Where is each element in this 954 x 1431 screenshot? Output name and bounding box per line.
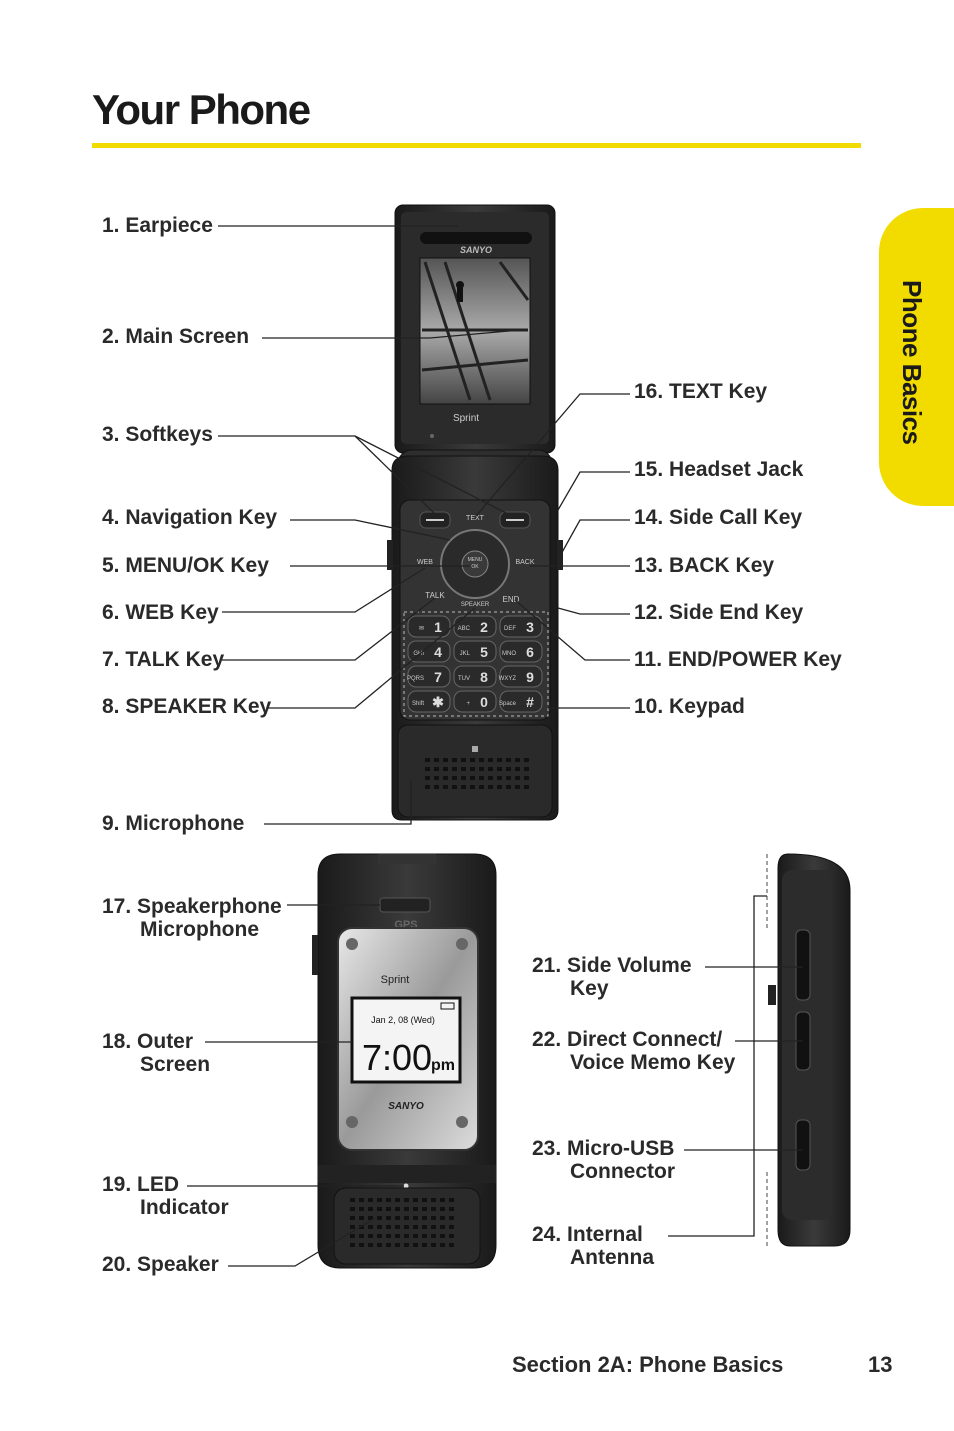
keypad-key [407,690,451,713]
label-web-key: 6. WEB Key [102,601,219,624]
label-speaker: 20. Speaker [102,1253,219,1276]
keypad-key [499,665,543,688]
label-menu-ok-key: 5. MENU/OK Key [102,554,269,577]
led-indicator [403,1183,409,1189]
keypad-key [407,665,451,688]
keypad-key-letters: TUV [458,676,470,682]
side-volume-key [795,929,811,1001]
keypad-key [453,690,497,713]
keypad-key-letters: ABC [458,626,471,632]
keypad-key-digit: 9 [526,669,534,685]
svg-text:MENU: MENU [468,557,483,563]
outer-screen-time: 7:00 [362,1037,432,1078]
label-side-end-key: 12. Side End Key [634,601,804,624]
label-end-power-key: 11. END/POWER Key [634,648,842,671]
outer-screen [350,996,462,1084]
keypad-key-letters: + [466,701,470,707]
keypad-key-letters: MNO [502,651,516,657]
label-back-key: 13. BACK Key [634,554,775,577]
keypad-key [499,690,543,713]
label-side-call-key: 14. Side Call Key [634,506,803,529]
keypad-key-digit: 1 [434,619,442,635]
label-microphone: 9. Microphone [102,812,245,835]
footer-section: Section 2A: Phone Basics [512,1352,784,1377]
back-key-label: BACK [515,559,534,566]
keypad-key-letters: JKL [460,651,471,657]
callout-lines [187,225,803,1267]
open-phone: SANYO Sprint TEXT MENU OK WEB BACK TALK … [387,204,563,821]
keypad-key-digit: # [526,694,534,710]
label-navigation-key: 4. Navigation Key [102,506,278,529]
keypad-key [499,615,543,638]
text-key-label: TEXT [466,515,485,522]
open-brand-logo: SANYO [460,245,492,255]
web-key-label: WEB [417,559,433,566]
label-main-screen: 2. Main Screen [102,325,250,348]
keypad-key-digit: ✱ [432,694,444,710]
label-talk-key: 7. TALK Key [102,648,225,671]
keypad-key-digit: 4 [434,644,442,660]
keypad-key-digit: 0 [480,694,488,710]
outer-screen-ampm: pm [431,1057,455,1074]
label-headset-jack: 15. Headset Jack [634,458,804,481]
micro-usb-connector [795,1119,811,1171]
outer-screen-date: Jan 2, 08 (Wed) [371,1015,435,1025]
speaker-key-label: SPEAKER [461,602,490,608]
closed-phone: GPS Sprint Jan 2, 08 (Wed) 7:00 pm SANYO [312,853,497,1269]
speaker-grille [350,1198,454,1247]
footer-page-number: 13 [868,1352,893,1377]
keypad-key-letters: Space [499,701,517,707]
keypad-outline [403,611,549,717]
keypad-key-digit: 8 [480,669,488,685]
keypad-key [499,640,543,663]
microphone-grille [425,758,529,789]
label-earpiece: 1. Earpiece [102,214,213,237]
speakerphone-microphone-grille [379,897,431,913]
label-speaker-key: 8. SPEAKER Key [102,695,272,718]
keypad-key [453,615,497,638]
keypad-key [453,665,497,688]
section-side-tab-label: Phone Basics [897,280,927,445]
menu-ok-key [461,550,489,578]
talk-key-label: TALK [425,591,445,600]
keypad-key-digit: 2 [480,619,488,635]
keypad-key-digit: 3 [526,619,534,635]
keypad-key [453,640,497,663]
keypad-key-digit: 6 [526,644,534,660]
keypad-key-letters: Shift [412,701,424,707]
label-softkeys: 3. Softkeys [102,423,213,446]
label-direct-connect-key: 22. Direct Connect/Voice Memo Key [532,1028,736,1074]
keypad-key-letters: ✉ [419,626,424,632]
side-view-phone [766,853,851,1247]
outer-brand-logo: SANYO [388,1101,424,1112]
end-key-label: END [503,595,520,604]
label-text-key: 16. TEXT Key [634,380,768,403]
keypad-key-letters: WXYZ [499,676,517,682]
keypad-key-letters: DEF [504,626,516,632]
keypad-key-letters: PQRS [407,676,424,682]
earpiece-grille [420,232,532,244]
keypad-key-digit: 7 [434,669,442,685]
page-title: Your Phone [92,86,311,133]
keypad-key-digit: 5 [480,644,488,660]
keypad-key [407,615,451,638]
section-side-tab: Phone Basics [879,208,954,506]
open-carrier-logo: Sprint [453,413,479,424]
keypad-key [407,640,451,663]
outer-carrier-logo: Sprint [381,974,410,986]
label-keypad: 10. Keypad [634,695,745,718]
svg-text:OK: OK [471,564,479,570]
title-underline [92,143,861,148]
